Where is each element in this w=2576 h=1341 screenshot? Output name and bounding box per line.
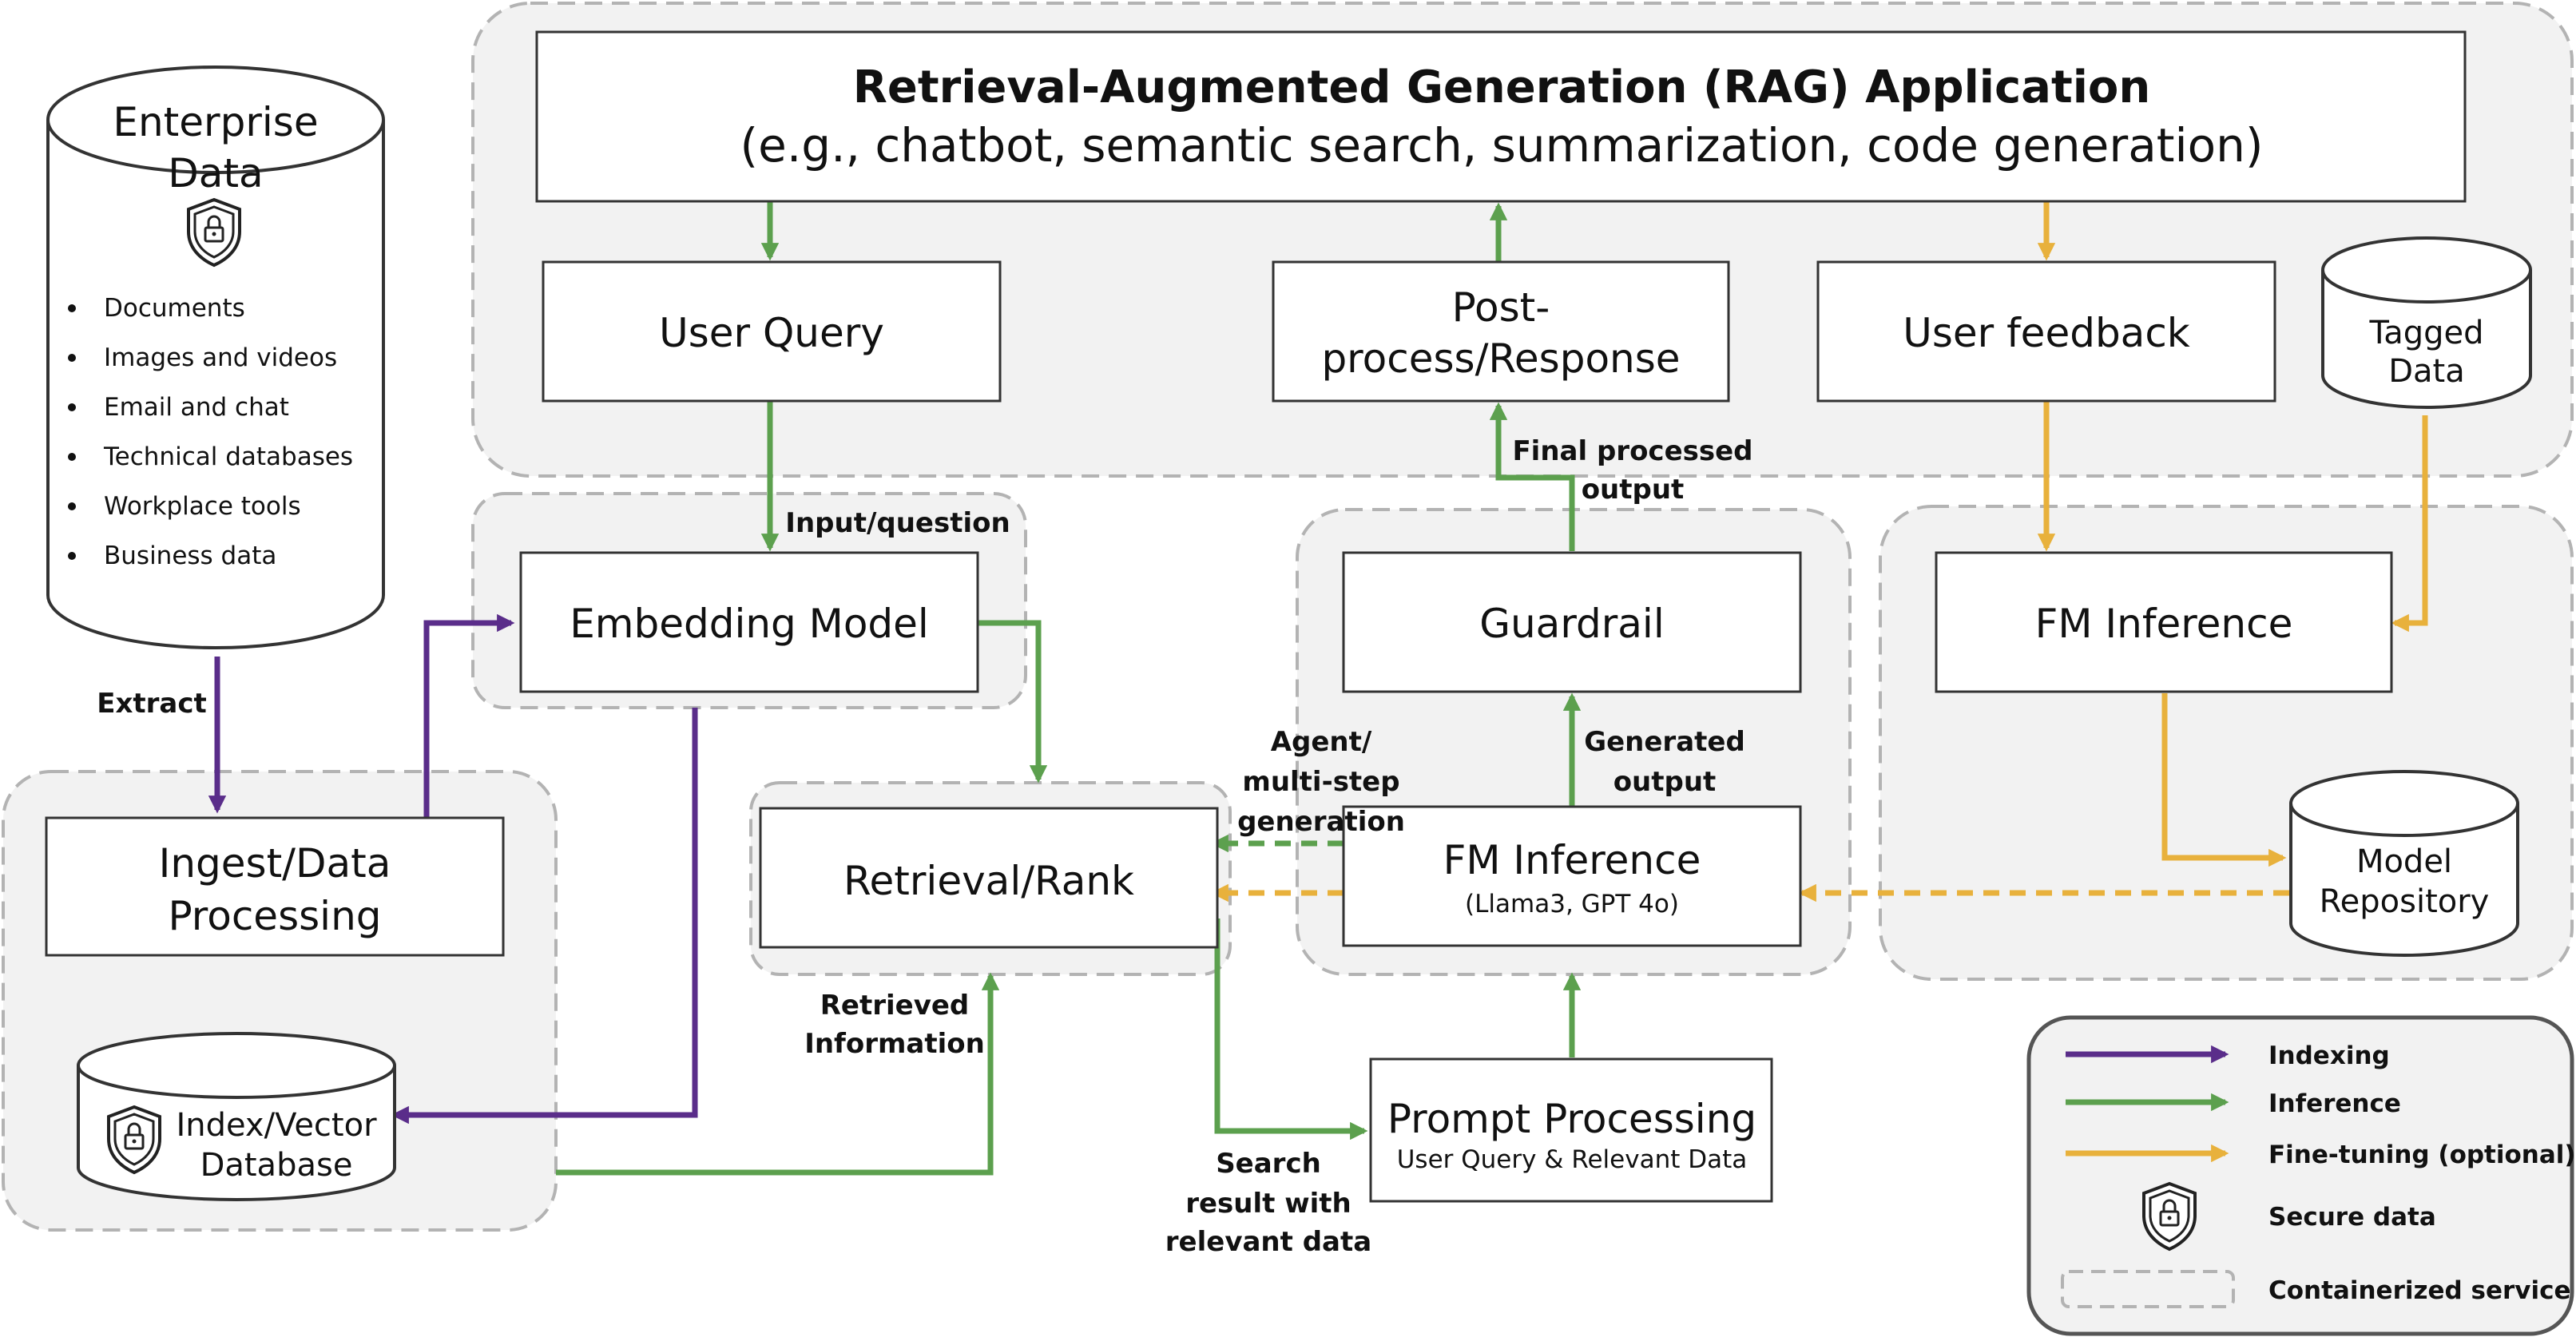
fm-inference-node: FM Inference (Llama3, GPT 4o) <box>1342 805 1802 947</box>
tagged-data-line1: Tagged <box>2368 315 2483 351</box>
enterprise-data-item: Workplace tools <box>104 492 301 521</box>
user-feedback-label: User feedback <box>1903 310 2190 356</box>
label-retrieved-1: Retrieved <box>820 990 970 1022</box>
ingest-line2: Processing <box>169 893 382 939</box>
label-search-3: relevant data <box>1165 1226 1371 1258</box>
retrieval-rank-node: Retrieval/Rank <box>759 807 1219 949</box>
edge-ingest-to-embedding <box>423 613 515 818</box>
legend-indexing: Indexing <box>2268 1041 2390 1070</box>
index-db-line2: Database <box>200 1147 353 1184</box>
model-repo-line1: Model <box>2356 843 2452 880</box>
enterprise-title-line2: Data <box>168 150 263 196</box>
enterprise-title-line1: Enterprise <box>113 99 318 145</box>
edge-index-to-retrieval <box>556 972 1000 1176</box>
post-process-line2: process/Response <box>1321 335 1680 382</box>
enterprise-data-item: Technical databases <box>103 442 353 471</box>
label-extract: Extract <box>97 688 207 720</box>
fm-inference-ft-node: FM Inference <box>1935 551 2393 693</box>
legend: Indexing Inference Fine-tuning (optional… <box>2026 1015 2576 1336</box>
post-process-line1: Post- <box>1452 284 1550 331</box>
edge-guardrail-to-post-process <box>1489 402 1575 551</box>
ingest-node: Ingest/Data Processing <box>45 816 505 957</box>
legend-secure-data: Secure data <box>2268 1203 2436 1232</box>
guardrail-label: Guardrail <box>1479 601 1664 647</box>
label-agent-2: multi-step <box>1242 766 1399 798</box>
prompt-processing-label: Prompt Processing <box>1387 1096 1756 1142</box>
label-generated-1: Generated <box>1584 726 1745 758</box>
legend-container-swatch <box>2061 1270 2235 1308</box>
user-query-node: User Query <box>542 260 1002 403</box>
prompt-processing-node: Prompt Processing User Query & Relevant … <box>1369 1057 1773 1203</box>
label-generated-2: output <box>1613 766 1717 798</box>
model-repo-line2: Repository <box>2320 883 2490 920</box>
bullet-dot <box>68 354 76 362</box>
bullet-dot <box>68 453 76 461</box>
fm-inference-ft-label: FM Inference <box>2035 601 2293 647</box>
legend-containerized: Containerized service <box>2268 1276 2571 1305</box>
tagged-data-store: Tagged Data <box>2321 236 2532 409</box>
label-search-2: result with <box>1185 1188 1352 1220</box>
app-subtitle: (e.g., chatbot, semantic search, summari… <box>740 118 2264 173</box>
edge-retrieval-to-prompt <box>1214 918 1368 1141</box>
bullet-dot <box>68 552 76 560</box>
retrieval-rank-label: Retrieval/Rank <box>843 858 1134 904</box>
user-query-label: User Query <box>659 310 884 356</box>
enterprise-data-item: Email and chat <box>104 393 289 422</box>
label-search-1: Search <box>1216 1148 1321 1180</box>
rag-app-box <box>535 30 2467 203</box>
legend-inference: Inference <box>2268 1089 2401 1118</box>
post-process-node: Post- process/Response <box>1272 260 1730 403</box>
ingest-line1: Ingest/Data <box>159 840 391 887</box>
bullet-dot <box>68 403 76 411</box>
label-agent-3: generation <box>1237 806 1405 838</box>
fm-inference-label: FM Inference <box>1443 837 1701 883</box>
model-repository-store: Model Repository <box>2289 770 2519 957</box>
enterprise-data-item: Images and videos <box>104 343 337 372</box>
label-retrieved-2: Information <box>804 1028 985 1060</box>
label-input-question: Input/question <box>785 507 1010 539</box>
index-db-line1: Index/Vector <box>176 1107 377 1144</box>
label-final-output-1: Final processed <box>1512 435 1752 467</box>
embedding-model-label: Embedding Model <box>570 601 929 647</box>
enterprise-data-item: Business data <box>104 542 276 570</box>
edge-fm-to-repo <box>2161 693 2287 867</box>
enterprise-data-item: Documents <box>104 294 245 323</box>
edge-embedding-to-index <box>391 708 698 1125</box>
user-feedback-node: User feedback <box>1816 260 2276 403</box>
label-agent-1: Agent/ <box>1271 726 1372 758</box>
guardrail-node: Guardrail <box>1342 551 1802 693</box>
app-title: Retrieval-Augmented Generation (RAG) App… <box>853 61 2151 113</box>
tagged-data-line2: Data <box>2388 353 2465 390</box>
edge-embedding-to-retrieval <box>978 620 1048 784</box>
label-final-output-2: output <box>1582 474 1685 506</box>
bullet-dot <box>68 502 76 510</box>
bullet-dot <box>68 304 76 312</box>
index-vector-db-store: Index/Vector Database <box>77 1032 396 1201</box>
edge-tagged-to-fm <box>2391 415 2428 633</box>
embedding-model-node: Embedding Model <box>519 551 979 693</box>
prompt-processing-sub: User Query & Relevant Data <box>1397 1145 1748 1174</box>
legend-fine-tuning: Fine-tuning (optional) <box>2268 1141 2576 1169</box>
fm-inference-models: (Llama3, GPT 4o) <box>1465 890 1679 918</box>
